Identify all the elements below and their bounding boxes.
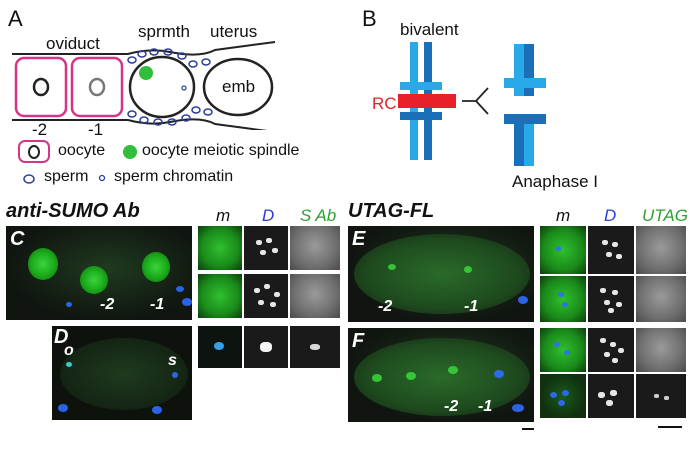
right-inset-2-d: [588, 276, 634, 322]
panel-e-minus1: -1: [464, 298, 479, 315]
left-inset-2-s: [290, 274, 340, 318]
panel-d-letter: D: [54, 326, 69, 348]
anti-sumo-title: anti-SUMO Ab: [6, 200, 140, 222]
spindle-icon: [139, 66, 153, 80]
rc-bar: [398, 94, 456, 108]
panel-e-letter: E: [352, 228, 366, 250]
left-inset-1-s: [290, 226, 340, 270]
col-s-left: S Ab: [300, 206, 337, 225]
legend-oocyte-icon: [18, 140, 50, 163]
right-inset-1-d: [588, 226, 634, 274]
right-inset-4-m: [540, 374, 586, 418]
legend-sperm: sperm: [44, 168, 89, 185]
panel-d-o: o: [64, 342, 74, 359]
bivalent-label: bivalent: [400, 20, 459, 39]
panel-f-minus2: -2: [444, 398, 459, 415]
right-inset-3-d: [588, 328, 634, 372]
pos-minus1: -1: [88, 120, 104, 139]
panel-c-minus2: -2: [100, 296, 115, 313]
utag-title: UTAG-FL: [348, 200, 435, 222]
legend-sperm-icon: [23, 174, 35, 184]
panel-c-letter: C: [10, 228, 25, 250]
left-inset-3-m: [198, 326, 242, 368]
panel-e-minus2: -2: [378, 298, 393, 315]
col-m-left: m: [216, 206, 231, 225]
right-inset-3-u: [636, 328, 686, 372]
oocyte-minus1: [70, 56, 124, 118]
panel-f-letter: F: [352, 330, 365, 352]
right-inset-1-m: [540, 226, 586, 274]
embryo-label: emb: [222, 77, 256, 96]
legend-chromatin-icon: [98, 174, 106, 182]
gonad-diagram: [12, 41, 276, 130]
panel-c-minus1: -1: [150, 296, 165, 313]
left-inset-3-d: [244, 326, 288, 368]
rc-label: RC: [372, 94, 397, 113]
left-inset-1-m: [198, 226, 242, 270]
spermatheca-oocyte: [128, 55, 196, 119]
legend-spindle: oocyte meiotic spindle: [142, 142, 300, 159]
bivalent-diagram: [398, 42, 546, 166]
panel-e-image: E -2 -1: [348, 226, 534, 322]
panel-b-letter: B: [362, 6, 377, 31]
panel-d-image: D o s: [52, 326, 192, 420]
scale-bar-inset: [658, 426, 682, 428]
col-u-right: UTAG: [642, 206, 688, 225]
spermatheca-label: sprmth: [138, 22, 190, 41]
legend-sperm-chromatin: sperm chromatin: [114, 168, 234, 185]
right-inset-4-u: [636, 374, 686, 418]
right-inset-1-u: [636, 226, 686, 274]
col-d-right: D: [604, 206, 617, 225]
oocyte-minus2: [14, 56, 68, 118]
panel-f-minus1: -1: [478, 398, 493, 415]
left-inset-2-m: [198, 274, 242, 318]
embryo-outline: [202, 57, 274, 117]
oviduct-label: oviduct: [46, 34, 100, 53]
right-inset-2-m: [540, 276, 586, 322]
panel-c-image: C -2 -1: [6, 226, 192, 320]
left-inset-2-d: [244, 274, 288, 318]
right-inset-4-d: [588, 374, 634, 418]
panel-d-s: s: [168, 352, 177, 369]
right-inset-3-m: [540, 328, 586, 372]
pos-minus2: -2: [32, 120, 48, 139]
uterus-label: uterus: [210, 22, 258, 41]
anaphase-label: Anaphase I: [512, 172, 599, 191]
col-m-right: m: [556, 206, 571, 225]
right-inset-2-u: [636, 276, 686, 322]
scale-bar-main: [522, 428, 534, 430]
left-inset-3-s: [290, 326, 340, 368]
col-d-left: D: [262, 206, 275, 225]
panel-f-image: F -2 -1: [348, 328, 534, 422]
left-inset-1-d: [244, 226, 288, 270]
panel-a-letter: A: [8, 6, 23, 31]
legend-oocyte: oocyte: [58, 142, 106, 159]
legend-spindle-icon: [123, 145, 137, 159]
